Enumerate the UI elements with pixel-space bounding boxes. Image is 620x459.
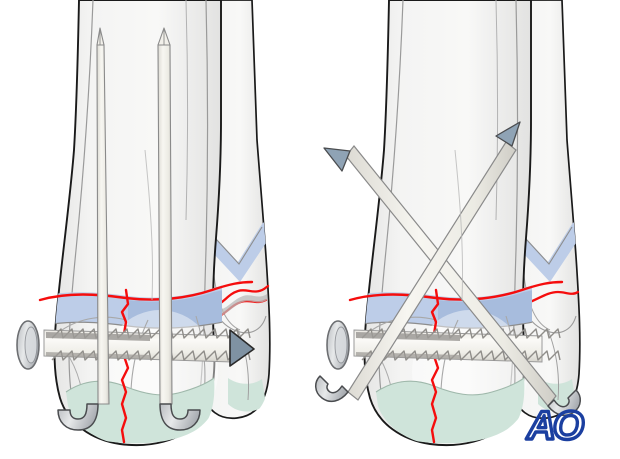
cartilage-border (65, 377, 215, 396)
epiphysis-contour-1 (61, 316, 127, 331)
k-wire-shaft (347, 141, 517, 401)
tibia-growth-plate-shadow (128, 284, 222, 329)
k-wire-shaft (345, 145, 557, 407)
ao-logo: AO (524, 402, 588, 449)
k-wire-bent-end (315, 375, 349, 403)
screw-head-recess (24, 326, 38, 364)
k-wire-bent-end (547, 389, 581, 417)
k-wire-bent-end (57, 403, 99, 431)
transverse-screw-left (16, 320, 255, 370)
k-wire-tip-point (96, 27, 105, 46)
tibia-growth-plate-shadow (438, 284, 532, 329)
k-wire-crossed-lateral-right (323, 145, 581, 417)
k-wire-bent-end (159, 403, 201, 431)
tibia-fracture-line-vertical (120, 288, 132, 444)
k-wire-shaft (157, 44, 173, 405)
screw-head-recess (334, 326, 348, 364)
left-panel (16, 0, 271, 447)
fibula-growth-plate (193, 212, 268, 282)
fibula-inner-contour-3 (237, 329, 249, 401)
k-wire-arrow-tip (495, 121, 521, 147)
cartilage-border (375, 377, 525, 396)
tibia-cortex-line-inner (495, 0, 498, 221)
tibia-medullary-line (454, 149, 464, 301)
fibula-growth-plate (503, 212, 578, 282)
tibia-articular-cartilage (376, 378, 525, 444)
screw-threads-lower (51, 350, 251, 361)
ao-logo-text: AO (526, 404, 584, 448)
k-wire-arrow-tip (323, 147, 351, 172)
k-wire-medial-left (57, 27, 110, 431)
k-wire-lateral-left (157, 27, 201, 431)
tibia-cortex-line-inner (185, 0, 188, 221)
fibula-inner-contour-2 (523, 275, 551, 331)
right-panel (315, 0, 581, 447)
k-wire-crossed-medial-right (315, 121, 521, 403)
fibula-cartilage (228, 378, 266, 412)
tibia-fracture-line-vertical (430, 288, 442, 444)
tibia-medullary-line (144, 149, 154, 301)
screw-tip-arrow (229, 329, 255, 367)
fibula-inner-contour-3 (547, 329, 559, 401)
